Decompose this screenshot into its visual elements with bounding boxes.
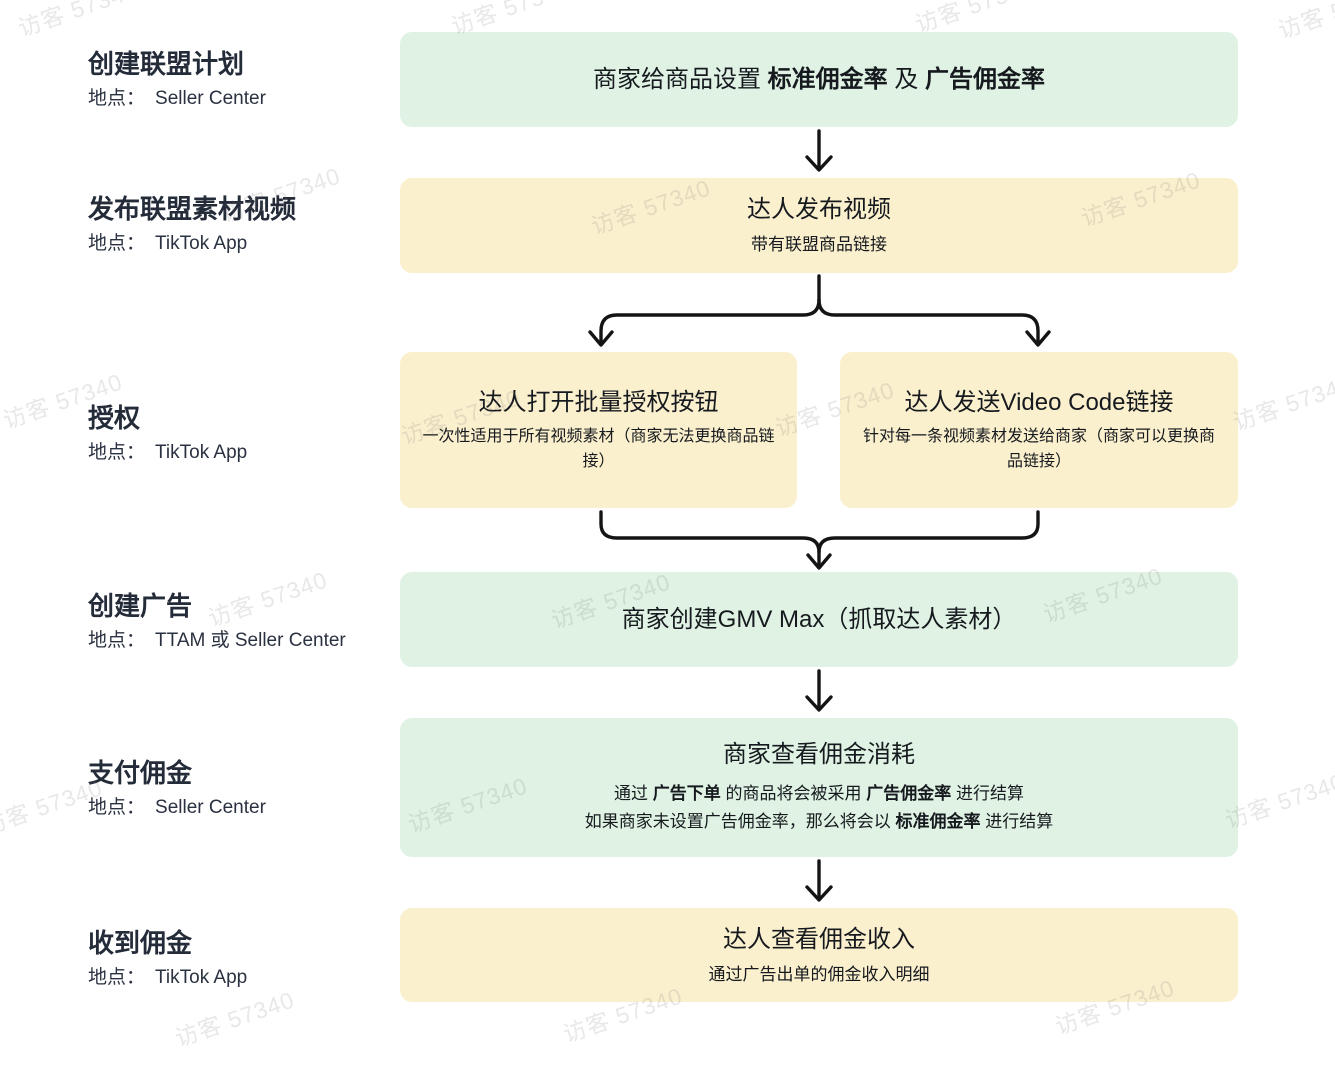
location-value: TikTok App xyxy=(155,442,248,463)
box-subtitle: 通过广告出单的佣金收入明细 xyxy=(708,964,930,984)
box-subtitle: 带有联盟商品链接 xyxy=(751,235,887,254)
watermark-text: 访客 57340 xyxy=(14,0,141,42)
arrow-down-1 xyxy=(805,129,833,172)
location-label: 地点： xyxy=(88,442,146,463)
watermark-text: 访客 57340 xyxy=(171,986,298,1052)
watermark-text: 访客 57340 xyxy=(1229,370,1335,436)
flow-box-create-gmv-max: 商家创建GMV Max（抓取达人素材） xyxy=(400,572,1238,667)
box-subtitle: 针对每一条视频素材发送给商家（商家可以更换商品链接） xyxy=(862,427,1215,470)
stage-publish-affiliate-video: 发布联盟素材视频 地点： TikTok App xyxy=(88,193,296,256)
flow-box-set-commission: 商家给商品设置 标准佣金率 及 广告佣金率 xyxy=(400,32,1238,127)
location-label: 地点： xyxy=(88,967,146,988)
stage-create-affiliate-plan: 创建联盟计划 地点： Seller Center xyxy=(88,48,266,111)
location-value: TikTok App xyxy=(155,967,248,988)
stage-location: 地点： TikTok App xyxy=(88,966,247,990)
box-detail-line: 通过 广告下单 的商品将会被采用 广告佣金率 进行结算 xyxy=(614,784,1024,803)
location-label: 地点： xyxy=(88,797,146,818)
stage-location: 地点： TikTok App xyxy=(88,232,296,256)
arrow-down-2 xyxy=(805,669,833,712)
flow-box-video-code: 达人发送Video Code链接 针对每一条视频素材发送给商家（商家可以更换商品… xyxy=(840,352,1238,508)
box-title: 达人打开批量授权按钮 xyxy=(478,388,719,416)
location-value: Seller Center xyxy=(155,797,266,818)
location-value: TikTok App xyxy=(155,233,248,254)
watermark-text: 访客 57340 xyxy=(1274,0,1335,44)
stage-title: 收到佣金 xyxy=(88,928,193,958)
stage-title: 创建广告 xyxy=(88,591,193,621)
stage-authorization: 授权 地点： TikTok App xyxy=(88,402,247,465)
box-title: 商家查看佣金消耗 xyxy=(723,741,915,768)
location-label: 地点： xyxy=(88,88,146,109)
stage-location: 地点： Seller Center xyxy=(88,87,266,111)
arrow-down-3 xyxy=(805,859,833,902)
arrow-merge xyxy=(599,510,1040,570)
flow-box-view-commission-cost: 商家查看佣金消耗 通过 广告下单 的商品将会被采用 广告佣金率 进行结算 如果商… xyxy=(400,718,1238,857)
box-title: 达人查看佣金收入 xyxy=(723,925,915,953)
location-label: 地点： xyxy=(88,233,146,254)
box-text: 商家给商品设置 标准佣金率 及 广告佣金率 xyxy=(592,65,1045,93)
stage-receive-commission: 收到佣金 地点： TikTok App xyxy=(88,927,247,990)
stage-title: 支付佣金 xyxy=(88,758,193,788)
box-title: 达人发送Video Code链接 xyxy=(904,388,1174,416)
stage-location: 地点： TikTok App xyxy=(88,441,247,465)
stage-location: 地点： TTAM 或 Seller Center xyxy=(88,629,346,653)
stage-location: 地点： Seller Center xyxy=(88,796,266,820)
stage-title: 发布联盟素材视频 xyxy=(88,194,297,224)
box-detail-lines: 通过 广告下单 的商品将会被采用 广告佣金率 进行结算 如果商家未设置广告佣金率… xyxy=(585,780,1053,836)
stage-pay-commission: 支付佣金 地点： Seller Center xyxy=(88,757,266,820)
flow-box-publish-video: 达人发布视频 带有联盟商品链接 xyxy=(400,178,1238,273)
box-title: 商家创建GMV Max（抓取达人素材） xyxy=(621,605,1017,633)
location-label: 地点： xyxy=(88,630,146,651)
arrow-split xyxy=(588,274,1051,347)
box-title: 达人发布视频 xyxy=(747,196,891,223)
box-detail-line: 如果商家未设置广告佣金率，那么将会以 标准佣金率 进行结算 xyxy=(584,812,1054,831)
stage-title: 授权 xyxy=(88,403,141,433)
flow-box-view-commission-income: 达人查看佣金收入 通过广告出单的佣金收入明细 xyxy=(400,908,1238,1002)
box-subtitle: 一次性适用于所有视频素材（商家无法更换商品链接） xyxy=(422,427,775,470)
stage-title: 创建联盟计划 xyxy=(88,49,245,79)
location-value: TTAM 或 Seller Center xyxy=(155,630,346,651)
stage-create-ad: 创建广告 地点： TTAM 或 Seller Center xyxy=(88,590,346,653)
flow-box-bulk-authorization: 达人打开批量授权按钮 一次性适用于所有视频素材（商家无法更换商品链接） xyxy=(400,352,797,508)
location-value: Seller Center xyxy=(155,88,266,109)
